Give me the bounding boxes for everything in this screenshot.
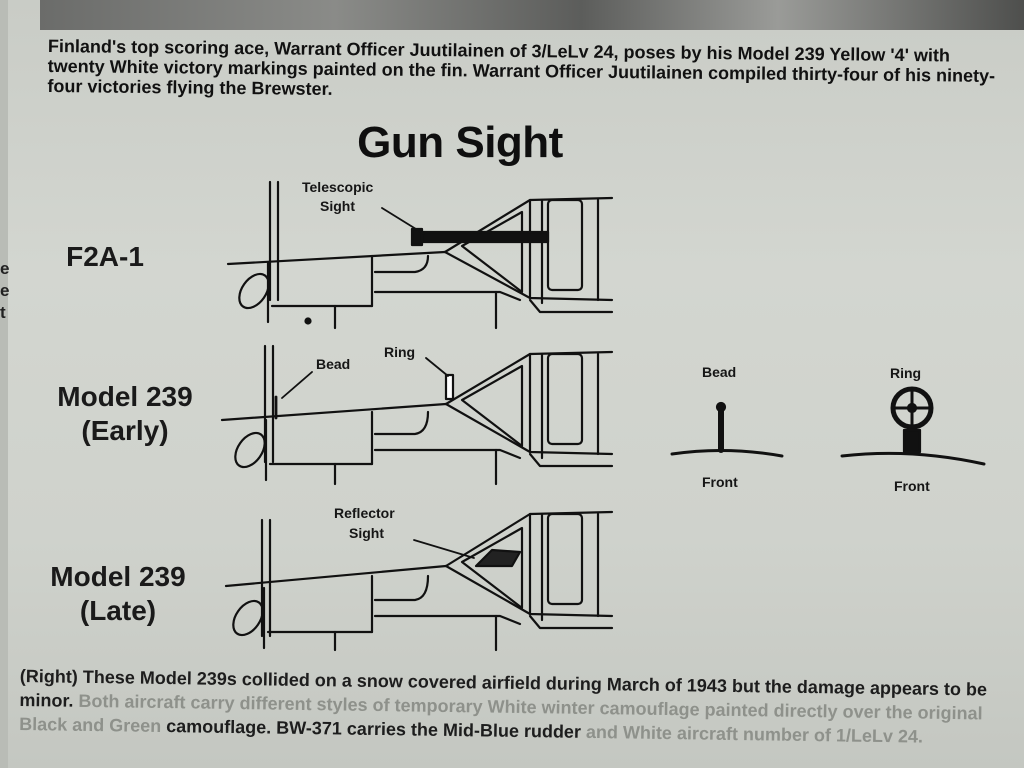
variant-label-line1: Model 239 [50,561,186,592]
variant-label-line2: (Early) [81,415,169,446]
ring-detail-title: Ring [890,365,921,381]
facing-page-letters: e e t [0,258,12,324]
telescopic-sight [381,207,550,247]
caption-bottom: (Right) These Model 239s collided on a s… [19,664,1010,750]
margin-letter: t [0,303,6,322]
callout-telescopic-sight-line1: Telescopic [302,179,374,195]
ring-detail-caption: Front [894,478,930,494]
callout-reflector-sight-line1: Reflector [334,505,395,521]
margin-letter: e [0,281,10,300]
model239-late-fuselage-drawing [224,510,614,652]
variant-label-model239-late: Model 239 (Late) [18,560,218,628]
callout-bead: Bead [316,356,350,372]
variant-label-line1: Model 239 [57,381,193,412]
variant-label-line1: F2A-1 [66,241,144,272]
bead-detail-caption: Front [702,474,738,490]
section-title: Gun Sight [357,118,563,167]
caption-bottom-part4: and White aircraft number of 1/LeLv 24. [585,721,924,747]
variant-label-f2a1: F2A-1 [30,240,180,274]
variant-label-line2: (Late) [79,595,157,626]
bead-front-view [670,401,784,458]
bead-detail-title: Bead [702,364,736,380]
callout-reflector-sight-line2: Sight [349,525,384,541]
variant-label-model239-early: Model 239 (Early) [25,380,225,448]
bead-sight-marker [274,371,313,420]
ring-front-view [840,386,986,466]
facing-page-edge [0,0,8,768]
callout-ring: Ring [384,344,415,360]
stray-mark [304,317,312,325]
caption-bottom-part3: camouflage. BW-371 carries the Mid-Blue … [161,715,587,742]
model239-early-fuselage-drawing [220,344,614,486]
ring-sight-marker [425,357,455,401]
margin-letter: e [0,259,10,278]
callout-telescopic-sight-line2: Sight [320,198,355,214]
reflector-sight-marker [413,539,522,568]
f2a1-fuselage-drawing [226,180,614,330]
top-photo-strip [40,0,1024,30]
